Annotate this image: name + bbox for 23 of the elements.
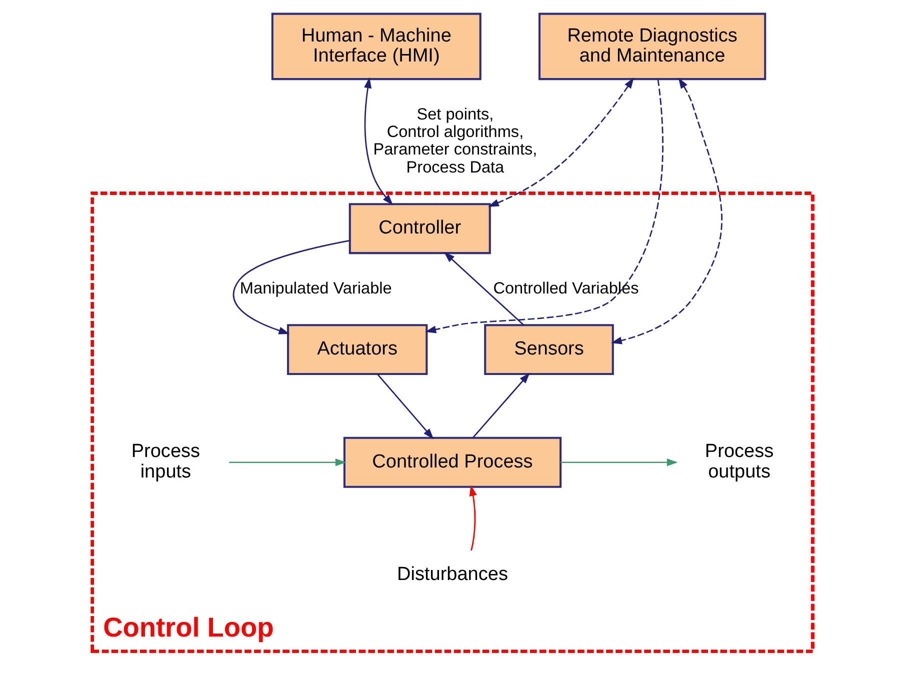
arrow: [376, 374, 434, 440]
node-text: Disturbances: [396, 564, 508, 586]
arrow: [560, 458, 678, 466]
node-box: Actuators: [286, 324, 428, 376]
node-text: Process inputs: [130, 441, 200, 483]
edge-label: Manipulated Variable: [239, 279, 392, 298]
edge-label: Controlled Variables: [492, 279, 638, 298]
arrow: [472, 372, 530, 438]
arrow: [424, 79, 663, 334]
arrow: [232, 240, 350, 334]
arrow: [468, 485, 476, 551]
arrow: [610, 78, 722, 344]
node-text: Process outputs: [704, 441, 774, 483]
arrow: [488, 78, 634, 207]
arrow: [228, 458, 346, 466]
node-box: Controller: [348, 203, 490, 254]
edge-label: Set points, Control algorithms, Parameter constraints, Process Data: [372, 105, 537, 176]
node-box: Controlled Process: [342, 436, 562, 488]
node-box: Human - Machine Interface (HMI): [270, 12, 481, 80]
arrow: [443, 252, 524, 326]
arrow: [364, 77, 393, 206]
node-box: Remote Diagnostics and Maintenance: [538, 12, 766, 80]
node-box: Sensors: [484, 324, 614, 376]
